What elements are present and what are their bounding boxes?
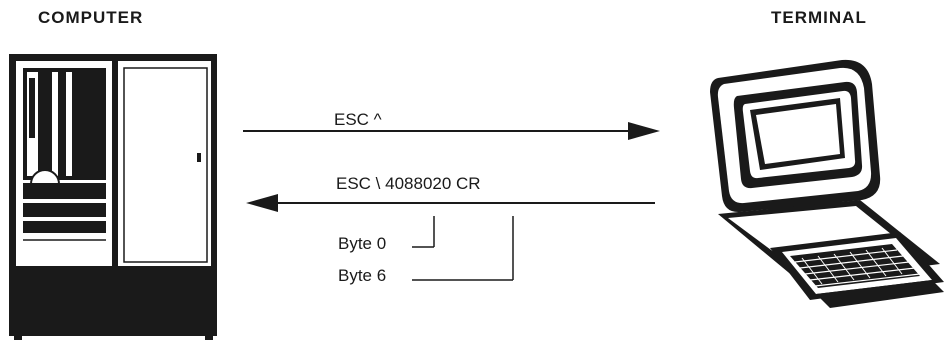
computer-title: COMPUTER [38,8,144,27]
computer-cabinet-icon [9,54,217,340]
terminal-title: TERMINAL [771,8,867,27]
arrow-to-terminal [243,122,660,140]
byte6-callout [412,216,514,281]
byte0-callout [412,216,435,248]
arrow-to-computer [246,194,655,212]
byte0-label: Byte 0 [338,234,387,253]
signal-to-terminal-label: ESC ^ [334,110,382,129]
signal-to-computer-label: ESC \ 4088020 CR [336,174,481,193]
byte6-label: Byte 6 [338,266,387,285]
terminal-icon [710,59,944,308]
